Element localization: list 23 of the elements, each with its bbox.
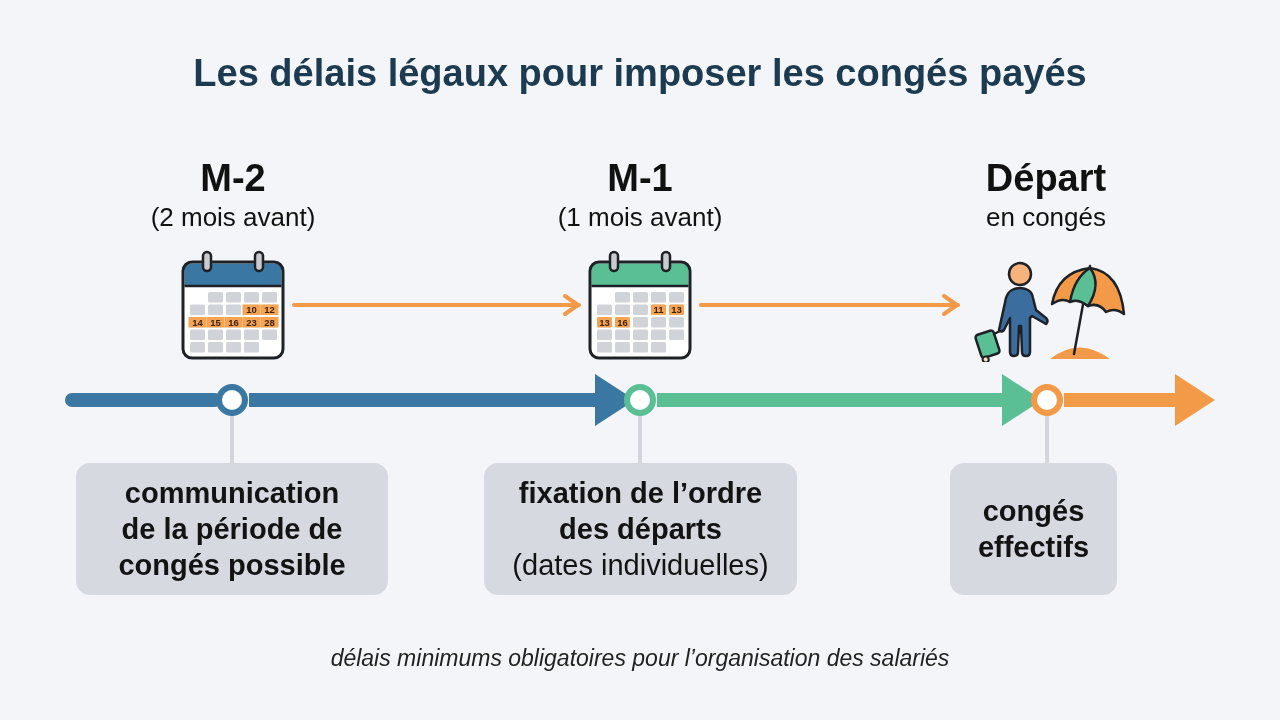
timeline-arrow <box>1064 374 1215 426</box>
detail-text: (dates individuelles) <box>512 548 769 583</box>
description-text: fixation de l’ordre des départs <box>517 476 764 547</box>
description-text: communication de la période de congés possible <box>117 476 347 583</box>
milestone-subtitle: (1 mois avant) <box>557 203 723 233</box>
ring-icon <box>1030 383 1064 417</box>
milestone-title: Départ <box>985 157 1107 201</box>
milestone-subtitle: en congés <box>986 203 1106 233</box>
description-box <box>950 463 1117 595</box>
leader-line <box>1045 415 1049 465</box>
description-text: congés effectifs <box>976 494 1091 565</box>
description-box <box>76 463 388 595</box>
milestone-title: M-1 <box>607 157 673 201</box>
description-box <box>484 463 797 595</box>
ring-icon <box>623 383 657 417</box>
milestone-subtitle: (2 mois avant) <box>150 203 316 233</box>
title: Les délais légaux pour imposer les congés payés <box>193 52 1087 96</box>
caption: délais minimums obligatoires pour l’organisation des salariés <box>330 645 950 672</box>
leader-line <box>230 415 234 465</box>
arrow <box>699 294 960 316</box>
leader-line <box>638 415 642 465</box>
milestone-title: M-2 <box>200 157 266 201</box>
ring-icon <box>215 383 249 417</box>
